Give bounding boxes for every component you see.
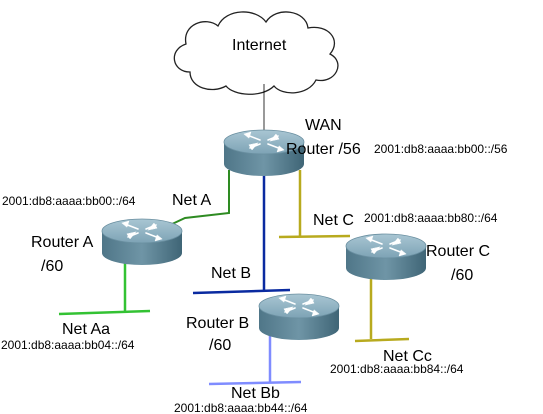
wan-router-label-2: Router /56 [286,141,361,158]
net-b-label: Net B [211,265,251,282]
link-net-a [169,170,230,226]
net-aa-prefix: 2001:db8:aaaa:bb04::/64 [1,338,135,352]
wan-router-prefix: 2001:db8:aaaa:bb00::/56 [374,142,508,156]
net-bb-label: Net Bb [231,385,280,402]
net-c-label: Net C [313,212,354,229]
net-a-prefix: 2001:db8:aaaa:bb00::/64 [2,194,136,208]
router-b-label-1: Router B [186,315,249,332]
net-a-label: Net A [172,192,211,209]
net-aa-label: Net Aa [62,321,110,338]
cloud-label: Internet [232,37,287,54]
wan-router-label-1: WAN [305,117,342,134]
link-net-aa [58,260,151,316]
net-cc-prefix: 2001:db8:aaaa:bb84::/64 [330,362,464,376]
router-a-label-1: Router A [31,234,94,251]
link-net-cc [354,272,410,343]
net-c-prefix: 2001:db8:aaaa:bb80::/64 [364,211,498,225]
internet-cloud: Internet [173,11,339,95]
router-a-label-2: /60 [41,258,63,275]
router-b-icon [258,293,340,341]
net-bb-prefix: 2001:db8:aaaa:bb44::/64 [174,401,308,414]
link-net-bb [208,332,302,386]
router-c-label-1: Router C [426,243,490,260]
net-cc-label: Net Cc [383,348,432,365]
bus-net-b [192,288,291,295]
router-c-icon [345,233,427,281]
router-a-icon [101,218,183,266]
router-c-label-2: /60 [451,267,473,284]
link-net-c [278,170,351,239]
cloud-icon [173,11,339,95]
router-b-label-2: /60 [209,337,231,354]
